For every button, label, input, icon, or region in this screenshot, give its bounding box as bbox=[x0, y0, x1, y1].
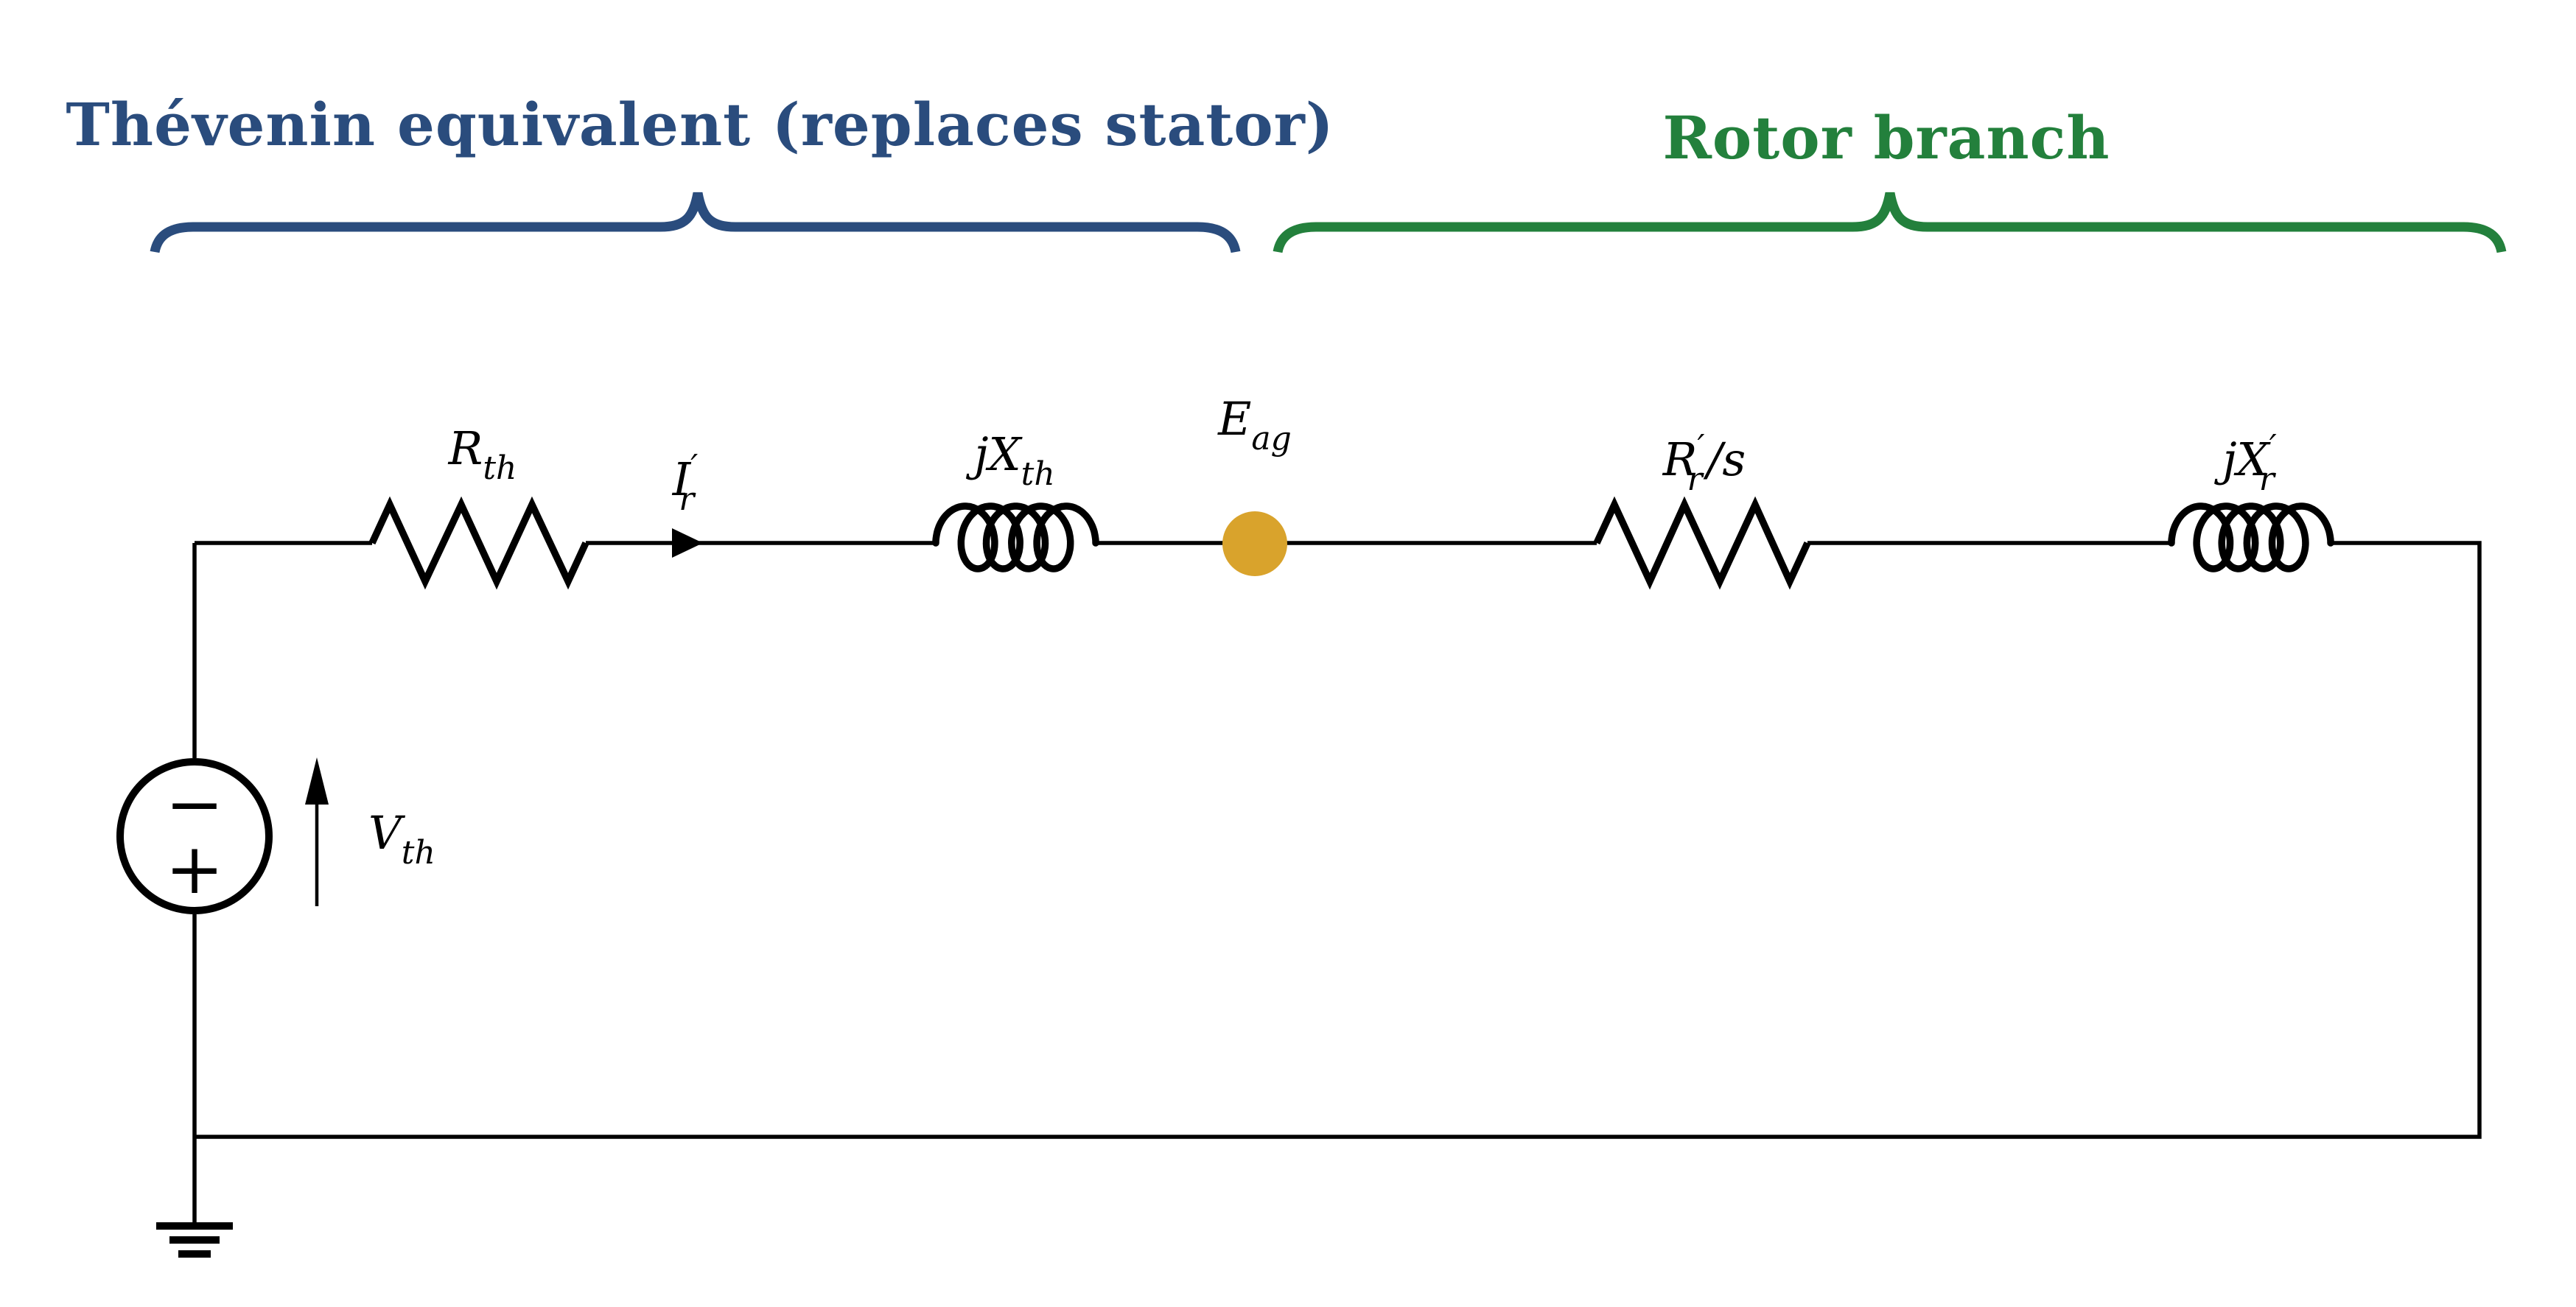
label-jxth: jXth bbox=[965, 427, 1054, 493]
label-ir: I′r bbox=[672, 448, 699, 518]
inductor-jxth bbox=[932, 502, 1099, 572]
voltage-source bbox=[116, 758, 273, 914]
airgap-node bbox=[1222, 511, 1287, 576]
label-rth: Rth bbox=[448, 421, 517, 487]
label-jxr: jX′r bbox=[2213, 428, 2276, 498]
inductor-jxr bbox=[2168, 502, 2334, 572]
resistor-rr-over-s bbox=[1593, 496, 1811, 590]
label-eag: Eag bbox=[1217, 392, 1292, 458]
circuit-wires bbox=[192, 541, 2482, 1223]
rotor-section-title: Rotor branch bbox=[1662, 103, 2110, 172]
source-plus-sign: + bbox=[165, 829, 224, 910]
stator-section-title: Thévenin equivalent (replaces stator) bbox=[66, 90, 1334, 159]
current-arrow-icon bbox=[672, 528, 703, 558]
source-minus-sign: − bbox=[165, 764, 224, 845]
label-rr-over-s: R′r/s bbox=[1662, 428, 1746, 498]
label-vth: Vth bbox=[368, 806, 435, 872]
resistor-rth bbox=[368, 496, 589, 590]
rotor-brace bbox=[1273, 192, 2507, 253]
vth-arrow-head-icon bbox=[305, 757, 329, 805]
ground-icon bbox=[156, 1222, 233, 1258]
stator-brace bbox=[150, 192, 1241, 253]
